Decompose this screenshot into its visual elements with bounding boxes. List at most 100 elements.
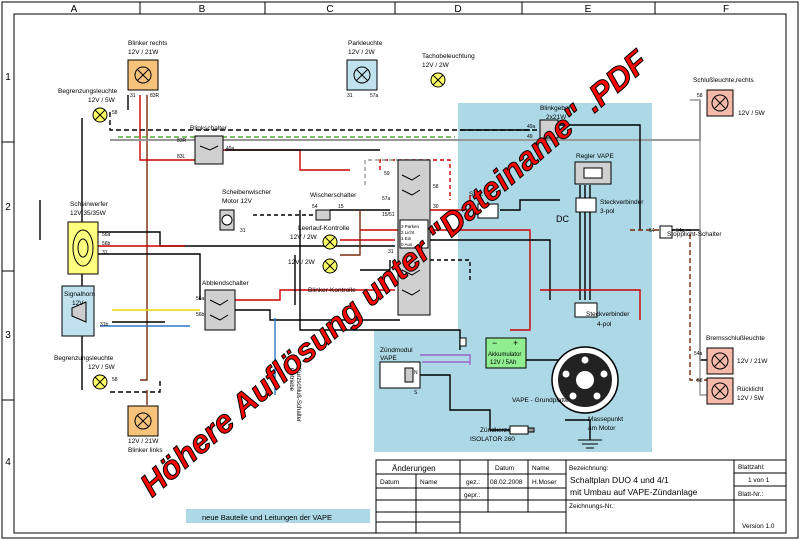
schluss-rechts-title: Schlußleuchte,rechts	[693, 77, 754, 84]
svg-text:+: +	[513, 338, 518, 348]
grid-col-label: C	[326, 4, 333, 15]
begrenzung-oben-title: Begrenzungsleuchte	[58, 88, 118, 95]
grid-col-label: D	[454, 4, 461, 15]
title-block	[375, 459, 787, 534]
tb-gez-name: H.Moser	[532, 479, 557, 486]
tb-gepr: gepr.:	[464, 492, 480, 499]
tb-bezeichnung-label: Bezeichnung:	[569, 465, 609, 472]
begrenzung-unten-spec: 12V / 5W	[88, 364, 116, 371]
tb-blattzahl: Blattzahl:	[738, 464, 765, 471]
pin-label: 56a	[102, 232, 111, 238]
blinkschalter-title: Blinkschalter	[190, 125, 228, 132]
signalhorn-spec: 12V	[72, 300, 84, 307]
pin-label: 15/51	[382, 212, 395, 218]
tb-gez-datum: 08.02.2008	[490, 479, 523, 486]
grid-row-label: 2	[5, 202, 11, 213]
stv4-title: Steckverbinder	[586, 311, 630, 318]
stv4-spec: 4-pol	[597, 321, 612, 328]
kurzschluss-line2: Getriebe	[288, 368, 294, 392]
pin-label: 56b	[196, 312, 205, 318]
tacho-lamp	[430, 72, 446, 88]
blinkgeber-spec: 2x21W	[546, 114, 567, 121]
steckverbinder-4pol	[574, 302, 598, 318]
blinker-rechts-spec: 12V / 21W	[128, 49, 159, 56]
sicherung-label: Sich.	[469, 191, 484, 198]
akku-spec: 12V / 5Ah	[490, 360, 516, 366]
tb-datum-row: Datum	[380, 479, 399, 486]
dc-label: DC	[556, 214, 569, 224]
stopplicht-schalter	[659, 225, 673, 239]
pin-label: 31	[347, 93, 353, 99]
pin-label: 58	[697, 93, 703, 99]
pin-label: 49a	[527, 124, 536, 130]
massepunkt-line2: am Motor	[588, 425, 616, 432]
blinkgeber-title: Blinkgeber	[540, 105, 572, 112]
grid-row-label: 3	[5, 330, 11, 341]
kurzschluss-line1: Kurzschluß-Schalter	[295, 368, 301, 422]
scheinwerfer-title: Scheinwerfer	[70, 201, 109, 208]
pin-label: S	[414, 390, 418, 396]
pin-label: 31b	[100, 322, 109, 328]
massepunkt-title: Massepunkt	[588, 416, 623, 423]
tb-zeichnungs-nr: Zeichnungs-Nr.:	[569, 503, 615, 510]
tacho-spec: 12V / 2W	[422, 62, 450, 69]
bremsschluss-title: Bremsschlußleuchte	[706, 335, 765, 342]
pin-label: 83R	[177, 138, 187, 144]
pin-label: 83R	[150, 93, 160, 99]
pin-label: 83L	[177, 154, 186, 160]
pin-label: 58	[697, 378, 703, 384]
grid-col-label: F	[723, 4, 729, 15]
wischerschalter-title: Wischerschalter	[310, 192, 357, 199]
zuendkerze-title: Zündkerze	[480, 427, 511, 434]
ruecklicht-spec: 12V / 5W	[737, 395, 765, 402]
pin-label: 31	[240, 228, 246, 234]
parkleuchte-title: Parkleuchte	[348, 40, 383, 47]
pin-label: 56a	[196, 296, 205, 302]
zs-pos2: 2 Licht	[401, 230, 415, 235]
scheinwerfer-spec: 12V 35/35W	[70, 210, 107, 217]
steckverbinder-3pol	[575, 197, 597, 213]
zuendmodul-line2: VAPE	[380, 355, 398, 362]
zs-pos0: 0 Aus	[401, 242, 413, 247]
wischer-motor-line2: Motor 12V	[222, 198, 253, 205]
signalhorn-title: Signalhorn	[64, 291, 95, 298]
zs-pos3: 3 Parken	[401, 224, 420, 229]
grid-col-label: E	[585, 4, 592, 15]
tb-name-col: Name	[532, 465, 550, 472]
pin-label: 59	[384, 171, 390, 177]
zuendmodul-title: Zündmodul	[380, 347, 413, 354]
parkleuchte-spec: 12V / 2W	[348, 49, 376, 56]
grid-col-label: A	[71, 4, 78, 15]
row-dividers	[2, 141, 14, 401]
legend-text: neue Bauteile und Leitungen der VAPE	[202, 513, 332, 522]
pin-label: 31	[130, 93, 136, 99]
tb-datum-col: Datum	[495, 465, 514, 472]
blinker-kontrolle-title: Blinker-Kontrolle	[308, 287, 356, 294]
zuendkerze	[509, 425, 529, 435]
blinkgeber	[539, 119, 559, 139]
pin-label: 58	[112, 377, 118, 383]
pin-label: 58	[433, 184, 439, 190]
aenderungen-header: Änderungen	[392, 464, 436, 473]
grid-row-label: 4	[5, 457, 11, 468]
pin-label: 54	[649, 228, 655, 234]
blinker-rechts-title: Blinker rechts	[128, 40, 168, 47]
pin-label: 57a	[370, 93, 379, 99]
tacho-title: Tachobeleuchtung	[422, 53, 475, 60]
blinker-kontrolle-spec: 12V / 2W	[288, 259, 316, 266]
pin-label: 31	[102, 250, 108, 256]
blinker-kontrolle-lamp	[322, 258, 338, 274]
pin-label: 49a	[226, 146, 235, 152]
leerlauf-lamp	[322, 234, 338, 250]
tb-gez: gez.:	[466, 479, 480, 486]
akkumulator	[485, 337, 527, 369]
blinker-links-title: Blinker links	[128, 447, 163, 454]
tb-bezeichnung-1: Schaltplan DUO 4 und 4/1	[570, 475, 669, 485]
regler-title: Regler VAPE	[576, 153, 614, 160]
tb-name-row: Name	[420, 479, 438, 486]
pin-label: 56b	[102, 241, 111, 247]
sicherung	[477, 203, 499, 219]
legend-box	[186, 509, 370, 523]
